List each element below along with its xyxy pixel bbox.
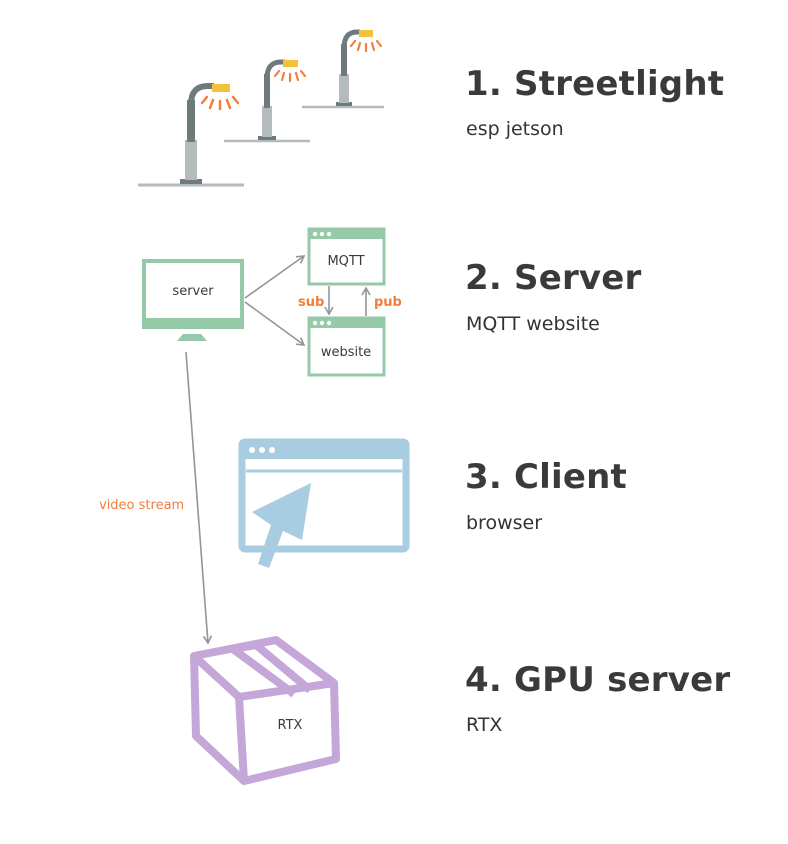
mqtt-label: MQTT <box>327 254 364 269</box>
client-subtitle: browser <box>466 512 543 534</box>
gpu-server-subtitle: RTX <box>466 714 503 736</box>
streetlight-large <box>138 83 244 187</box>
pub-label: pub <box>374 295 402 310</box>
arrow-server-to-website <box>244 301 306 346</box>
browser-cursor-icon <box>238 438 410 568</box>
streetlight-medium <box>224 59 310 143</box>
client-title: 3. Client <box>465 457 627 497</box>
website-window: website <box>307 316 386 377</box>
monitor-icon: server <box>142 259 244 341</box>
arrow-video-stream <box>185 351 213 645</box>
server-subtitle: MQTT website <box>466 313 600 335</box>
mqtt-window: MQTT <box>307 227 386 286</box>
box-icon <box>190 636 340 785</box>
website-label: website <box>321 345 371 360</box>
server-title: 2. Server <box>465 258 642 298</box>
gpu-server-title: 4. GPU server <box>465 660 731 700</box>
arrow-server-to-mqtt <box>244 255 306 299</box>
rtx-box-label: RTX <box>278 718 303 733</box>
streetlight-subtitle: esp jetson <box>466 118 564 140</box>
server-label: server <box>172 284 214 299</box>
sub-label: sub <box>298 295 324 310</box>
streetlight-icon <box>138 29 384 187</box>
video-stream-label: video stream <box>99 498 184 513</box>
streetlight-title: 1. Streetlight <box>465 64 725 104</box>
streetlight-small <box>302 29 384 109</box>
